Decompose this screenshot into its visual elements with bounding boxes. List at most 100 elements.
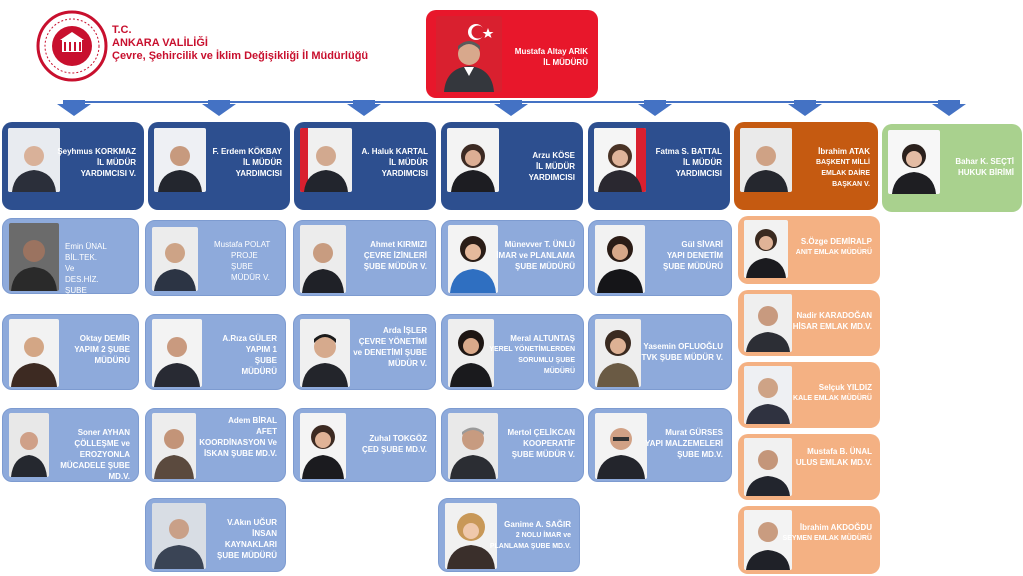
person-photo — [595, 413, 647, 479]
person-name: V.Akın UĞUR — [227, 518, 277, 527]
person-name: Mustafa POLAT — [214, 240, 271, 249]
person-photo — [595, 225, 645, 293]
header-line-2: ANKARA VALİLİĞİ — [112, 37, 208, 49]
arrow-down-icon — [788, 100, 822, 116]
person-title: ÇEVRE İZİNLERİ ŞUBE MÜDÜR V. — [363, 251, 427, 271]
person-photo — [9, 223, 59, 291]
person-title: YAPI MALZEMELERİ ŞUBE MD.V. — [645, 439, 723, 459]
person-photo — [152, 319, 202, 387]
person-title: YAPI DENETİM ŞUBE MÜDÜRÜ — [663, 251, 723, 271]
person-photo — [300, 225, 346, 293]
branch-card: Mustafa POLAT PROJE ŞUBE MÜDÜR V. — [145, 220, 286, 296]
deputy-card: F. Erdem KÖKBAY İL MÜDÜR YARDIMCISI — [148, 122, 290, 210]
person-photo — [744, 294, 792, 352]
person-photo — [448, 319, 494, 387]
person-title: BAŞKENT MİLLİ EMLAK DAİRE BAŞKAN V. — [815, 159, 870, 188]
person-title: İL MÜDÜR YARDIMCISI — [675, 158, 722, 178]
deputy-card: Arzu KÖSE İL MÜDÜR YARDIMCISI — [441, 122, 583, 210]
person-title: ÇÖLLEŞME ve EROZYONLA MÜCADELE ŞUBE MD.V… — [60, 439, 130, 481]
person-name: F. Erdem KÖKBAY — [212, 147, 283, 156]
person-photo — [9, 413, 49, 477]
header-line-1: T.C. — [112, 24, 132, 36]
person-photo — [8, 128, 60, 192]
person-title: İL MÜDÜR YARDIMCISI — [235, 158, 282, 178]
person-title: KOOPERATİF ŞUBE MÜDÜR V. — [511, 439, 575, 459]
person-photo — [744, 438, 792, 496]
person-name: Emin ÜNAL — [65, 242, 107, 251]
person-photo — [595, 319, 641, 387]
arrow-down-icon — [57, 100, 91, 116]
person-name: Soner AYHAN — [77, 428, 130, 437]
emlak-card: Mustafa B. ÜNAL ULUS EMLAK MD.V. — [738, 434, 880, 500]
person-name: İbrahim AKDOĞDU — [799, 523, 872, 532]
person-photo — [594, 128, 646, 192]
branch-card: Ahmet KIRMIZI ÇEVRE İZİNLERİ ŞUBE MÜDÜR V… — [293, 220, 436, 296]
person-name: Gül SİVARİ — [681, 240, 723, 249]
person-photo — [152, 227, 198, 291]
person-photo — [447, 128, 499, 192]
person-photo — [300, 319, 350, 387]
person-title: SEYMEN EMLAK MÜDÜRÜ — [782, 535, 872, 542]
person-name: Arda İŞLER — [382, 326, 427, 335]
person-name: Ahmet KIRMIZI — [370, 240, 427, 249]
person-photo — [152, 503, 206, 569]
person-name: Münevver T. ÜNLÜ — [504, 240, 575, 249]
person-title: YEREL YÖNETİMLERDEN SORUMLU ŞUBE MÜDÜRÜ — [489, 346, 575, 375]
director-card: Mustafa Altay ARIK İL MÜDÜRÜ — [426, 10, 598, 98]
branch-card: Adem BİRAL AFET KOORDİNASYON Ve İSKAN ŞUB… — [145, 408, 286, 482]
person-name: Adem BİRAL — [228, 416, 277, 425]
person-name: Arzu KÖSE — [532, 151, 575, 160]
person-photo — [744, 220, 788, 278]
person-title: İL MÜDÜR YARDIMCISI — [528, 162, 575, 182]
person-name: Şeyhmus KORKMAZ — [57, 147, 136, 156]
person-title: ÇED ŞUBE MD.V. — [361, 445, 427, 454]
person-title: ÇEVRE YÖNETİMİ ve DENETİMİ ŞUBE MÜDÜR V. — [353, 337, 427, 368]
director-photo — [436, 16, 502, 92]
organization-header: T.C. ANKARA VALİLİĞİ Çevre, Şehircilik v… — [112, 24, 368, 63]
person-photo — [744, 510, 792, 570]
person-title: PROJE ŞUBE MÜDÜR V. — [231, 251, 270, 282]
person-title: ULUS EMLAK MD.V. — [795, 458, 872, 467]
person-name: A. Haluk KARTAL — [361, 147, 428, 156]
arrow-down-icon — [202, 100, 236, 116]
person-name: Murat GÜRSES — [665, 428, 723, 437]
person-name: Yasemin OFLUOĞLU — [643, 342, 723, 351]
person-name: S.Özge DEMİRALP — [800, 237, 872, 246]
arrow-down-icon — [347, 100, 381, 116]
person-name: Nadir KARADOĞAN — [796, 311, 872, 320]
person-photo — [448, 225, 498, 293]
person-name: Oktay DEMİR — [79, 334, 130, 343]
person-photo — [300, 413, 346, 479]
branch-card: Soner AYHAN ÇÖLLEŞME ve EROZYONLA MÜCADEL… — [2, 408, 139, 482]
person-title: YAPIM 2 ŞUBE MÜDÜRÜ — [74, 345, 130, 365]
person-name: Bahar K. SEÇTİ — [955, 157, 1014, 166]
person-title: İNSAN KAYNAKLARI ŞUBE MÜDÜRÜ — [217, 529, 277, 560]
arrow-down-icon — [638, 100, 672, 116]
branch-card: Murat GÜRSES YAPI MALZEMELERİ ŞUBE MD.V. — [588, 408, 732, 482]
ankara-valiligi-logo — [36, 10, 108, 82]
header-line-3: Çevre, Şehircilik ve İklim Değişikliği İ… — [112, 50, 369, 62]
person-name: A.Rıza GÜLER — [222, 334, 277, 343]
person-title: ANIT EMLAK MÜDÜRÜ — [795, 249, 872, 256]
person-title: AFET KOORDİNASYON Ve İSKAN ŞUBE MD.V. — [199, 427, 277, 458]
arrow-down-icon — [494, 100, 528, 116]
person-photo — [9, 319, 59, 387]
director-title: İL MÜDÜRÜ — [543, 58, 588, 67]
person-name: Mustafa B. ÜNAL — [807, 447, 872, 456]
person-name: Selçuk YILDIZ — [818, 383, 872, 392]
person-photo — [300, 128, 352, 192]
